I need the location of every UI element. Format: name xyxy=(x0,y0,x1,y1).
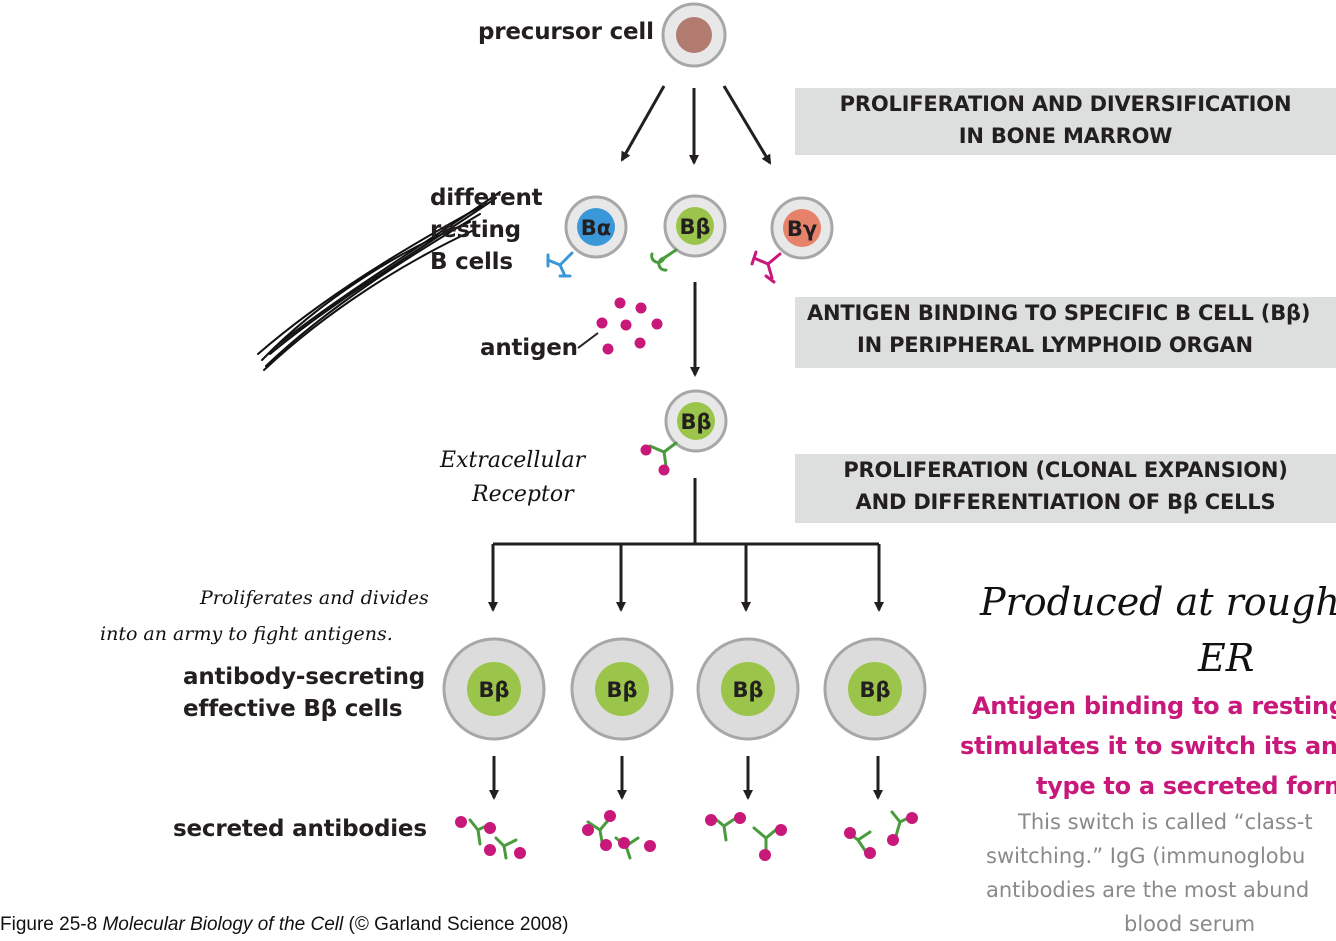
class-switching-note: This switch is called “class-t switching… xyxy=(986,810,1313,936)
handwritten-proliferation-note: Proliferates and divides into an army to… xyxy=(100,587,429,645)
effector-cell-3 xyxy=(696,637,800,741)
antigen-label: antigen xyxy=(480,335,578,361)
scribble-strokes xyxy=(257,191,501,371)
b-gamma-label: Bγ xyxy=(787,217,817,241)
banner-clonal-expansion: PROLIFERATION (CLONAL EXPANSION) AND DIF… xyxy=(795,454,1336,523)
expansion-tree xyxy=(488,478,884,612)
antigen-particles xyxy=(596,297,663,355)
precursor-cell-label: precursor cell xyxy=(478,19,654,45)
precursor-cell xyxy=(661,2,727,68)
resting-b-cells-label: different resting B cells xyxy=(430,185,543,275)
banner-diversification: PROLIFERATION AND DIVERSIFICATION IN BON… xyxy=(795,88,1336,155)
effector-cell-4 xyxy=(823,637,927,741)
secreted-antibody-cluster-3 xyxy=(705,812,787,861)
effector-cell-2 xyxy=(570,637,674,741)
b-alpha-receptor xyxy=(546,251,574,278)
b-gamma-cell xyxy=(770,196,834,260)
handwritten-rough-er-note: Produced at rough ER xyxy=(980,580,1336,680)
handwritten-receptor-note: Extracellular Receptor xyxy=(440,448,586,507)
b-alpha-cell xyxy=(564,195,628,259)
effector-label-3: Bβ xyxy=(732,678,763,702)
secreted-antibody-cluster-2 xyxy=(582,810,656,860)
bound-antigen-receptors xyxy=(640,441,678,476)
diversification-arrows xyxy=(620,85,772,165)
effector-label-1: Bβ xyxy=(478,678,509,702)
activated-b-beta-cell xyxy=(664,389,728,453)
antigen-pointer xyxy=(577,332,599,349)
banner-antigen-binding: ANTIGEN BINDING TO SPECIFIC B CELL (Bβ) … xyxy=(795,297,1336,368)
b-gamma-receptor xyxy=(750,250,782,284)
secreted-antibody-cluster-4 xyxy=(844,810,918,859)
effector-label-4: Bβ xyxy=(859,678,890,702)
b-beta-receptor xyxy=(650,248,678,272)
effector-cell-1 xyxy=(442,637,546,741)
activated-b-beta-label: Bβ xyxy=(680,410,711,434)
secretion-arrows xyxy=(489,756,883,800)
secreted-antibody-cluster-1 xyxy=(455,816,526,860)
effector-cells-label: antibody-secreting effective Bβ cells xyxy=(183,664,426,722)
b-alpha-label: Bα xyxy=(581,216,611,240)
figure-caption: Figure 25-8 Molecular Biology of the Cel… xyxy=(0,914,569,935)
b-beta-cell xyxy=(663,194,727,258)
effector-label-2: Bβ xyxy=(606,678,637,702)
antigen-switch-note: Antigen binding to a resting stimulates … xyxy=(960,692,1336,800)
b-beta-label: Bβ xyxy=(679,215,710,239)
secreted-antibodies-label: secreted antibodies xyxy=(173,816,427,842)
